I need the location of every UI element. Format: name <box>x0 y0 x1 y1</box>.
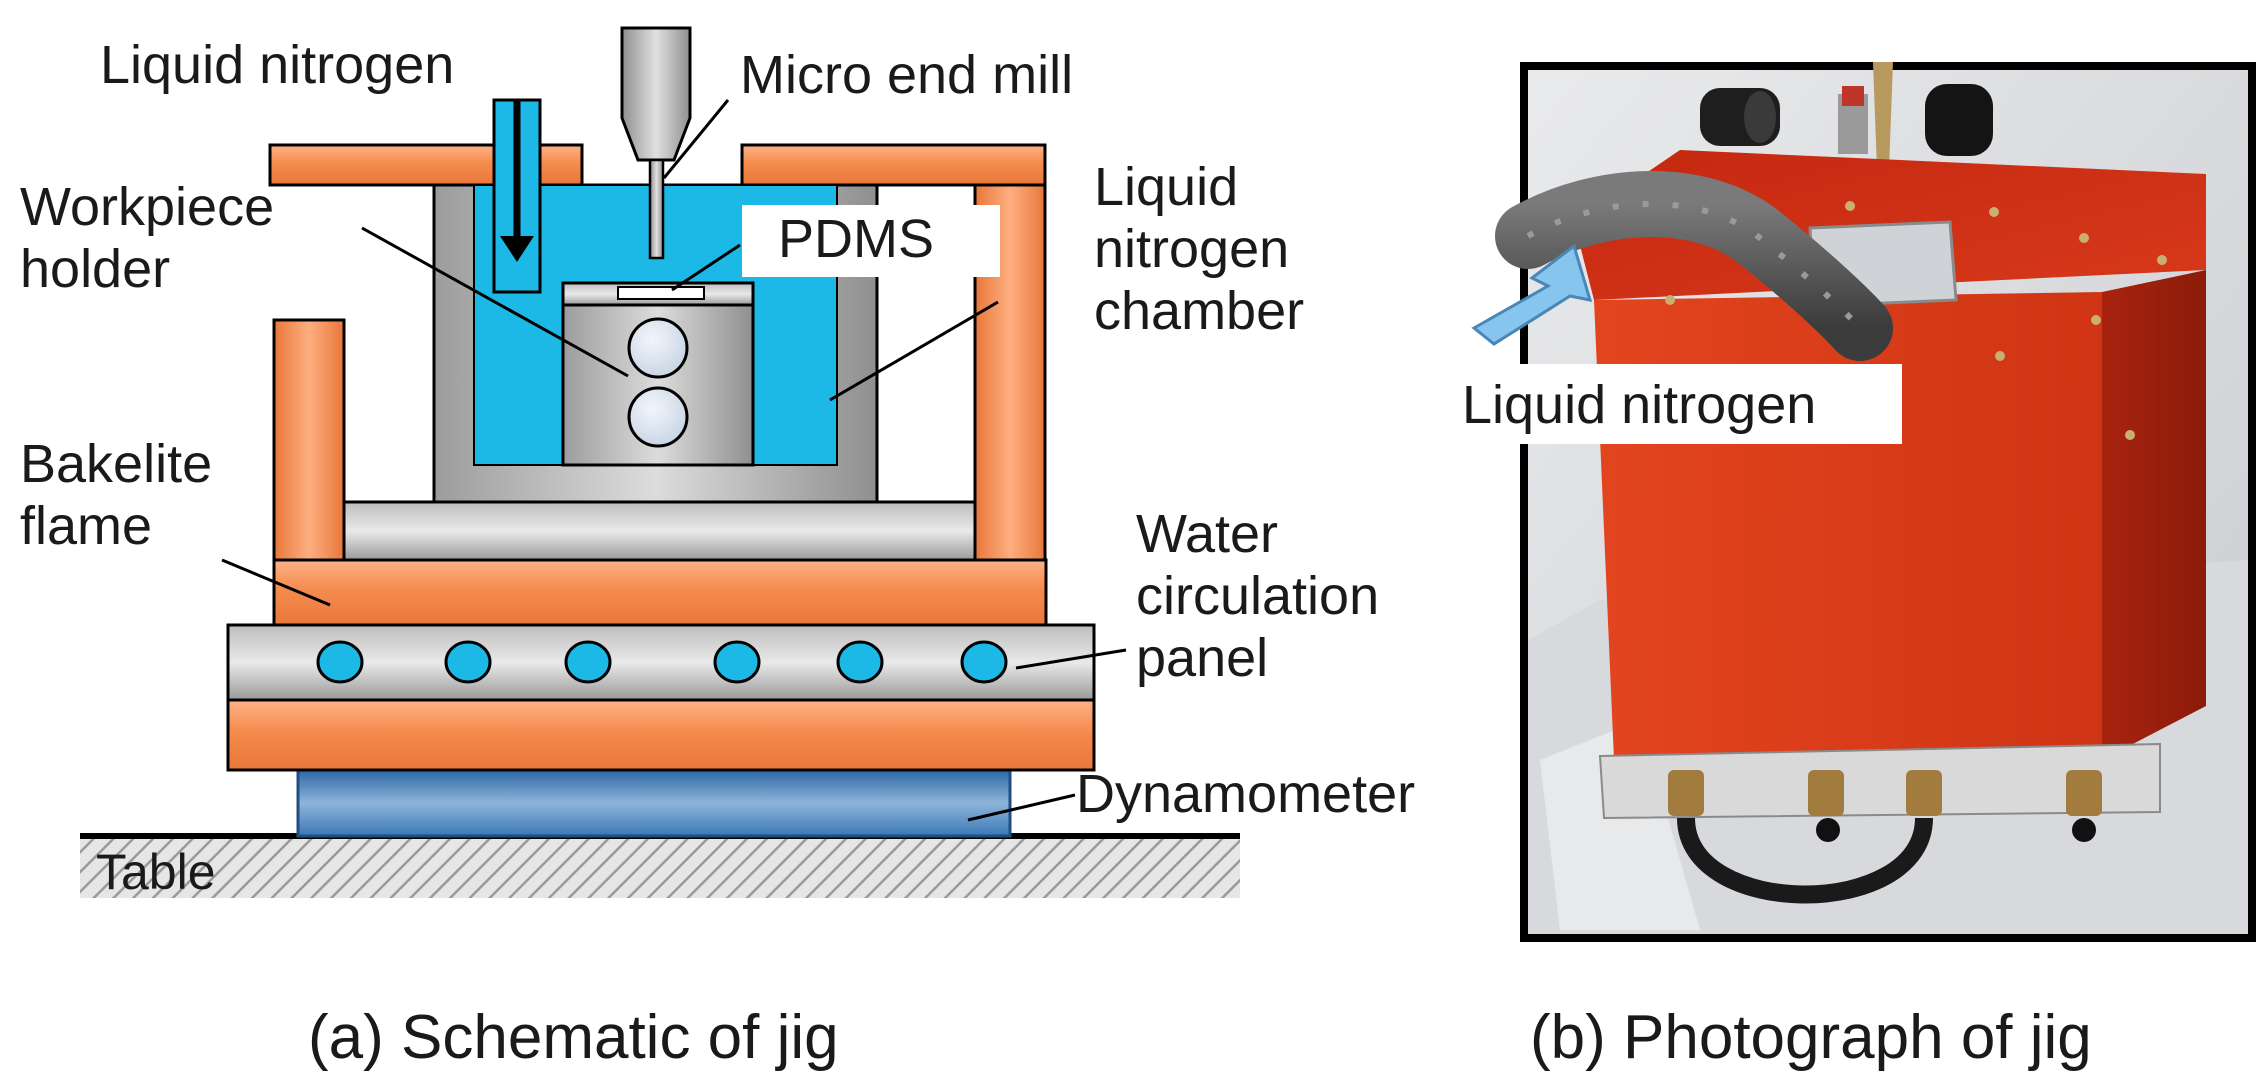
top-fitting-red-knob <box>1842 86 1864 106</box>
water-loop-hose <box>1677 817 1933 904</box>
bakelite-platform <box>272 558 1048 627</box>
photo-label-bg <box>1452 364 1902 444</box>
screw <box>2079 233 2089 243</box>
plastic-sheet-highlight <box>1540 720 1700 930</box>
label-water-line2: circulation <box>1136 566 1379 626</box>
screw <box>1989 207 1999 217</box>
label-bakelite-line2: flame <box>20 496 152 556</box>
water-channel <box>960 640 1008 684</box>
leader-micro-end-mill <box>662 99 730 179</box>
liquid-nitrogen-arrow <box>1471 243 1593 346</box>
label-water-line3: panel <box>1136 628 1268 688</box>
bottom-fitting <box>1668 770 1704 816</box>
photo-spindle <box>1873 62 1893 170</box>
nitrogen-hose <box>1495 171 1893 361</box>
micro-end-mill-shank <box>620 26 692 162</box>
label-chamber-line3: chamber <box>1094 281 1304 341</box>
caption-photograph: (b) Photograph of jig <box>1530 1003 2092 1072</box>
fitting-port <box>2072 818 2096 842</box>
water-channel <box>713 640 761 684</box>
dynamometer-block <box>296 768 1012 838</box>
photograph: Liquid nitrogen (b) Photograph of jig <box>1452 62 2256 1072</box>
label-photo-liquid-nitrogen: Liquid nitrogen <box>1462 375 1816 435</box>
bottom-fitting <box>1906 770 1942 816</box>
bottom-fittings <box>1668 770 2102 842</box>
label-water-line1: Water <box>1136 504 1278 564</box>
screw <box>1845 201 1855 211</box>
screw <box>1665 295 1675 305</box>
leader-chamber <box>829 300 999 402</box>
label-chamber-line1: Liquid <box>1094 157 1238 217</box>
leader-workpiece-holder <box>361 226 629 378</box>
pdms-specimen <box>617 286 705 300</box>
water-channel <box>444 640 492 684</box>
micro-end-mill-tip <box>648 158 665 260</box>
leader-water-panel <box>1015 648 1127 670</box>
bakelite-column-left <box>272 318 346 562</box>
label-bakelite-line1: Bakelite <box>20 434 212 494</box>
nitrogen-flow-arrowhead <box>500 236 534 262</box>
water-channel <box>564 640 612 684</box>
label-liquid-nitrogen: Liquid nitrogen <box>100 35 454 95</box>
schematic: Liquid nitrogen Micro end mill PDMS Work… <box>20 26 1415 1072</box>
red-box-front <box>1594 292 2102 760</box>
leader-bakelite <box>221 558 331 607</box>
label-chamber-line2: nitrogen <box>1094 219 1289 279</box>
water-channels <box>316 640 1008 684</box>
table <box>80 836 1240 898</box>
leader-dynamometer <box>967 793 1076 822</box>
screw <box>1995 351 2005 361</box>
bottom-fitting <box>2066 770 2102 816</box>
water-channel <box>316 640 364 684</box>
pdms-label-bg <box>742 205 1000 277</box>
label-dynamometer: Dynamometer <box>1076 764 1415 824</box>
fitting-port <box>1816 818 1840 842</box>
bottom-fitting <box>1808 770 1844 816</box>
water-channel <box>836 640 884 684</box>
label-micro-end-mill: Micro end mill <box>740 45 1073 105</box>
leader-lines <box>221 99 1127 822</box>
holder-bolt <box>627 317 689 379</box>
label-workpiece-holder: Workpiece holder <box>20 177 289 299</box>
screw <box>2157 255 2167 265</box>
leader-pdms <box>671 243 741 292</box>
bottom-panel <box>1598 742 2161 820</box>
label-nitrogen-chamber: Liquid nitrogen chamber <box>1094 157 1304 341</box>
red-box-side <box>2102 270 2206 760</box>
water-circulation-panel <box>226 623 1096 702</box>
label-water-circulation-panel: Water circulation panel <box>1136 504 1394 688</box>
caption-schematic: (a) Schematic of jig <box>308 1003 839 1072</box>
label-workpiece-holder-line1: Workpiece <box>20 177 274 237</box>
screw <box>2091 315 2101 325</box>
label-bakelite-flame: Bakelite flame <box>20 434 227 556</box>
top-fittings <box>1700 84 1993 156</box>
screw <box>2125 430 2135 440</box>
label-table: Table <box>96 844 216 900</box>
top-fitting-left-face <box>1744 91 1776 143</box>
bakelite-base-lower <box>226 698 1096 772</box>
steel-base-plate <box>342 500 977 562</box>
top-fitting-right <box>1925 84 1993 156</box>
bakelite-top-right <box>740 143 1047 187</box>
holder-bolt <box>627 386 689 448</box>
label-workpiece-holder-line2: holder <box>20 239 170 299</box>
label-pdms: PDMS <box>778 209 934 269</box>
